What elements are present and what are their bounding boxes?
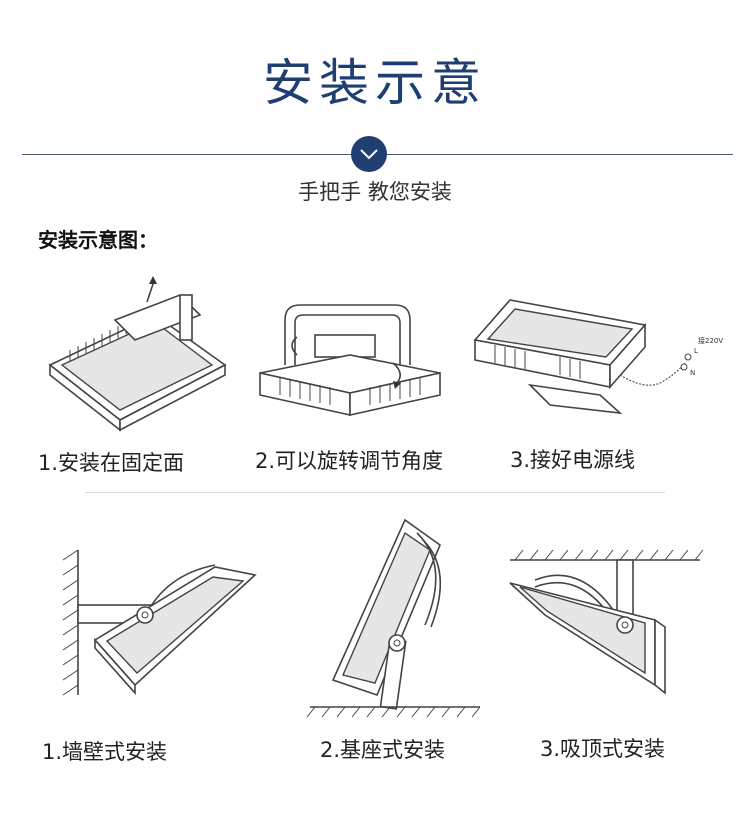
wall-mount-illustration bbox=[62, 549, 257, 696]
section-label: 安装示意图： bbox=[38, 228, 158, 252]
step-2-caption: 2.可以旋转调节角度 bbox=[255, 449, 444, 473]
wire-terminal-l: L bbox=[694, 347, 698, 355]
header-rule-right bbox=[383, 154, 733, 155]
step-1-illustration bbox=[48, 276, 227, 432]
base-mount-illustration bbox=[306, 518, 481, 718]
step-3-caption: 3.接好电源线 bbox=[510, 448, 636, 472]
wire-voltage-label: 接220V bbox=[698, 336, 723, 345]
ceiling-mount-caption: 3.吸顶式安装 bbox=[540, 737, 666, 761]
wire-terminal-n: N bbox=[690, 369, 695, 377]
section-divider bbox=[85, 492, 665, 493]
step-1-caption: 1.安装在固定面 bbox=[38, 451, 185, 475]
base-mount-caption: 2.基座式安装 bbox=[320, 738, 446, 762]
page-subtitle: 手把手 教您安装 bbox=[298, 180, 452, 204]
header-rule-left bbox=[22, 154, 355, 155]
step-2-illustration bbox=[259, 304, 441, 416]
ceiling-mount-illustration bbox=[509, 549, 704, 695]
wall-mount-caption: 1.墙壁式安装 bbox=[42, 740, 168, 764]
page-title: 安装示意 bbox=[263, 54, 487, 112]
chevron-down-icon bbox=[351, 136, 387, 172]
step-3-illustration: L N 接220V bbox=[473, 299, 723, 415]
